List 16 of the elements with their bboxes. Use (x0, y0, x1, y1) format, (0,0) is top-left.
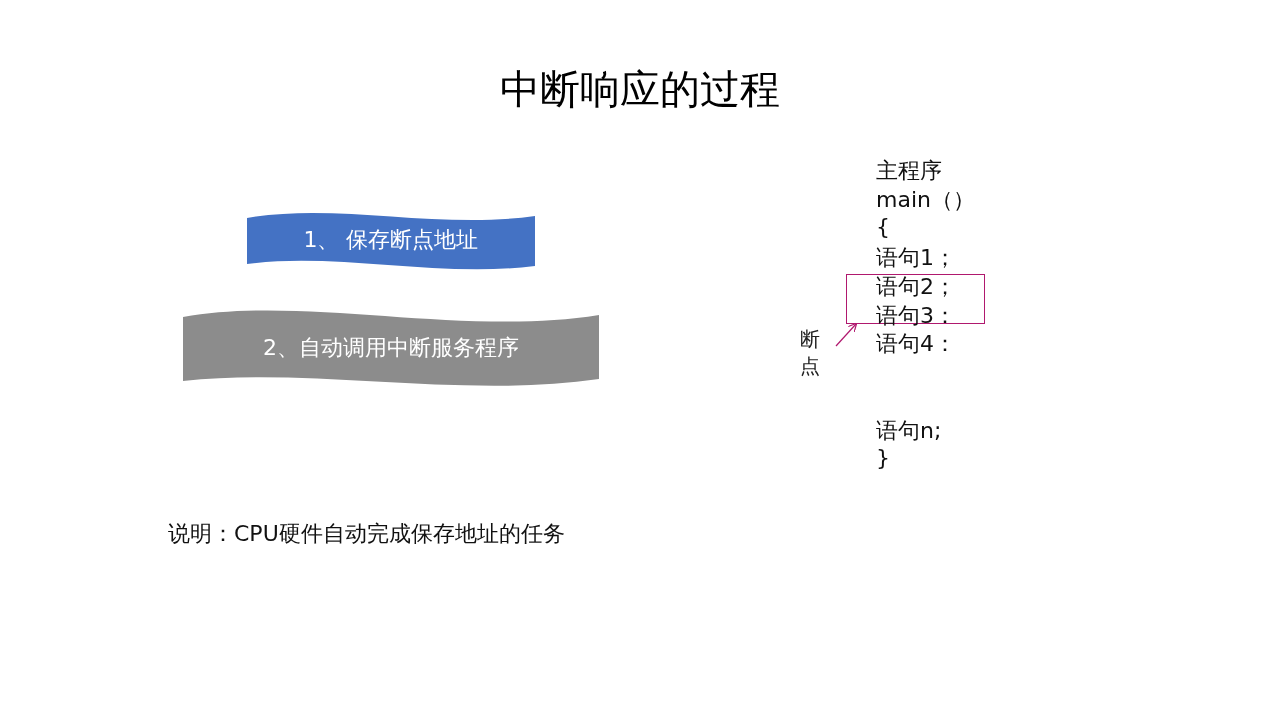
banner-text: 1、 保存断点地址 (303, 225, 479, 254)
banner-text: 2、自动调用中断服务程序 (263, 333, 519, 362)
code-line: 语句2； (876, 273, 956, 301)
code-line: main（） (876, 186, 975, 214)
slide-title: 中断响应的过程 (499, 65, 781, 114)
arrow (835, 322, 858, 347)
note-text: 说明：CPU硬件自动完成保存地址的任务 (168, 520, 565, 548)
code-line: 语句3： (876, 302, 956, 330)
code-line: 语句4： (876, 330, 956, 358)
code-line: 语句1； (876, 244, 956, 272)
code-line: 语句n; (876, 417, 942, 445)
code-line: } (876, 445, 890, 470)
code-line: 主程序 (876, 157, 942, 185)
breakpoint-label: 断点 (797, 326, 823, 380)
highlight-frame (846, 274, 985, 324)
code-line: { (876, 214, 890, 239)
